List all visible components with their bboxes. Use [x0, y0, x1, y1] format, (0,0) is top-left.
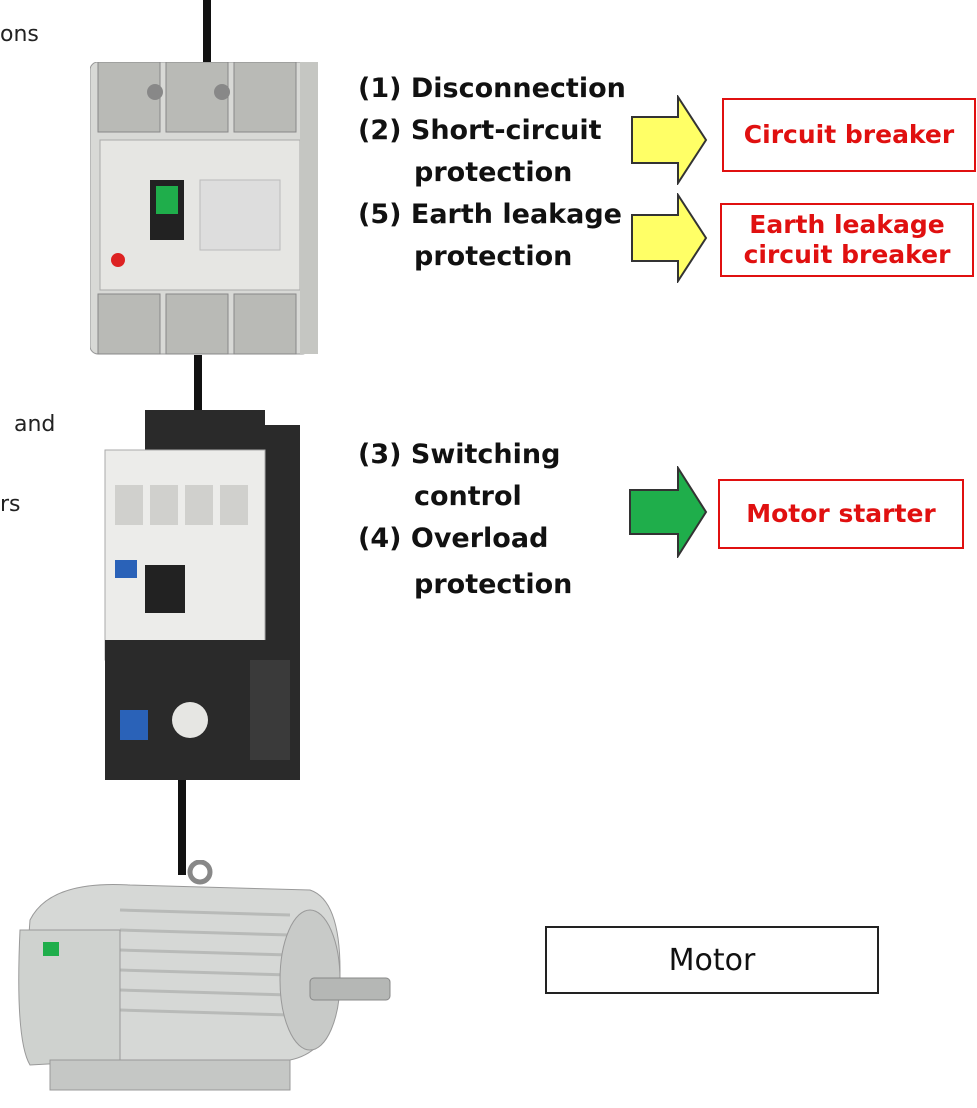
function-number: (1) [358, 73, 402, 104]
yellow-arrow-icon-1 [631, 95, 708, 185]
function-label: Switching [410, 439, 561, 470]
yellow-arrow-icon-2 [631, 193, 708, 283]
function-label-continued: protection [414, 569, 573, 600]
circuit-breaker-image [90, 62, 318, 355]
function-label-continued: protection [414, 157, 573, 188]
function-number: (4) [358, 523, 402, 554]
left-text-fragment-3: rs [0, 492, 21, 517]
elcb-text-line1: Earth leakage [749, 210, 945, 239]
motor-label: Motor [545, 926, 879, 994]
function-label-continued: control [414, 481, 522, 512]
circuit-breaker-label: Circuit breaker [722, 98, 976, 172]
function-number: (5) [358, 199, 402, 230]
elcb-text-line2: circuit breaker [743, 240, 951, 269]
motor-starter-label: Motor starter [718, 479, 964, 549]
left-text-fragment-1: ons [0, 22, 39, 47]
function-number: (2) [358, 115, 402, 146]
function-item-4: (4) Overload [358, 518, 572, 560]
function-label-continued: protection [414, 241, 573, 272]
motor-text: Motor [668, 942, 756, 978]
breaker-functions: (1) Disconnection (2) Short-circuit prot… [358, 68, 626, 278]
circuit-breaker-text: Circuit breaker [743, 120, 955, 149]
motor-starter-text: Motor starter [746, 499, 936, 528]
function-item-2: (2) Short-circuit [358, 110, 626, 152]
function-item-1: (1) Disconnection [358, 68, 626, 110]
function-item-3: (3) Switching [358, 434, 572, 476]
function-label: Overload [410, 523, 549, 554]
starter-functions: (3) Switching control (4) Overload prote… [358, 434, 572, 606]
motor-image [18, 860, 391, 1091]
function-label: Disconnection [410, 73, 626, 104]
function-label: Earth leakage [410, 199, 622, 230]
motor-starter-image [104, 410, 300, 780]
function-label: Short-circuit [410, 115, 602, 146]
left-text-fragment-2: and [14, 412, 56, 437]
green-arrow-icon [629, 466, 708, 558]
function-item-5: (5) Earth leakage [358, 194, 626, 236]
function-number: (3) [358, 439, 402, 470]
earth-leakage-breaker-label: Earth leakage circuit breaker [720, 203, 974, 277]
